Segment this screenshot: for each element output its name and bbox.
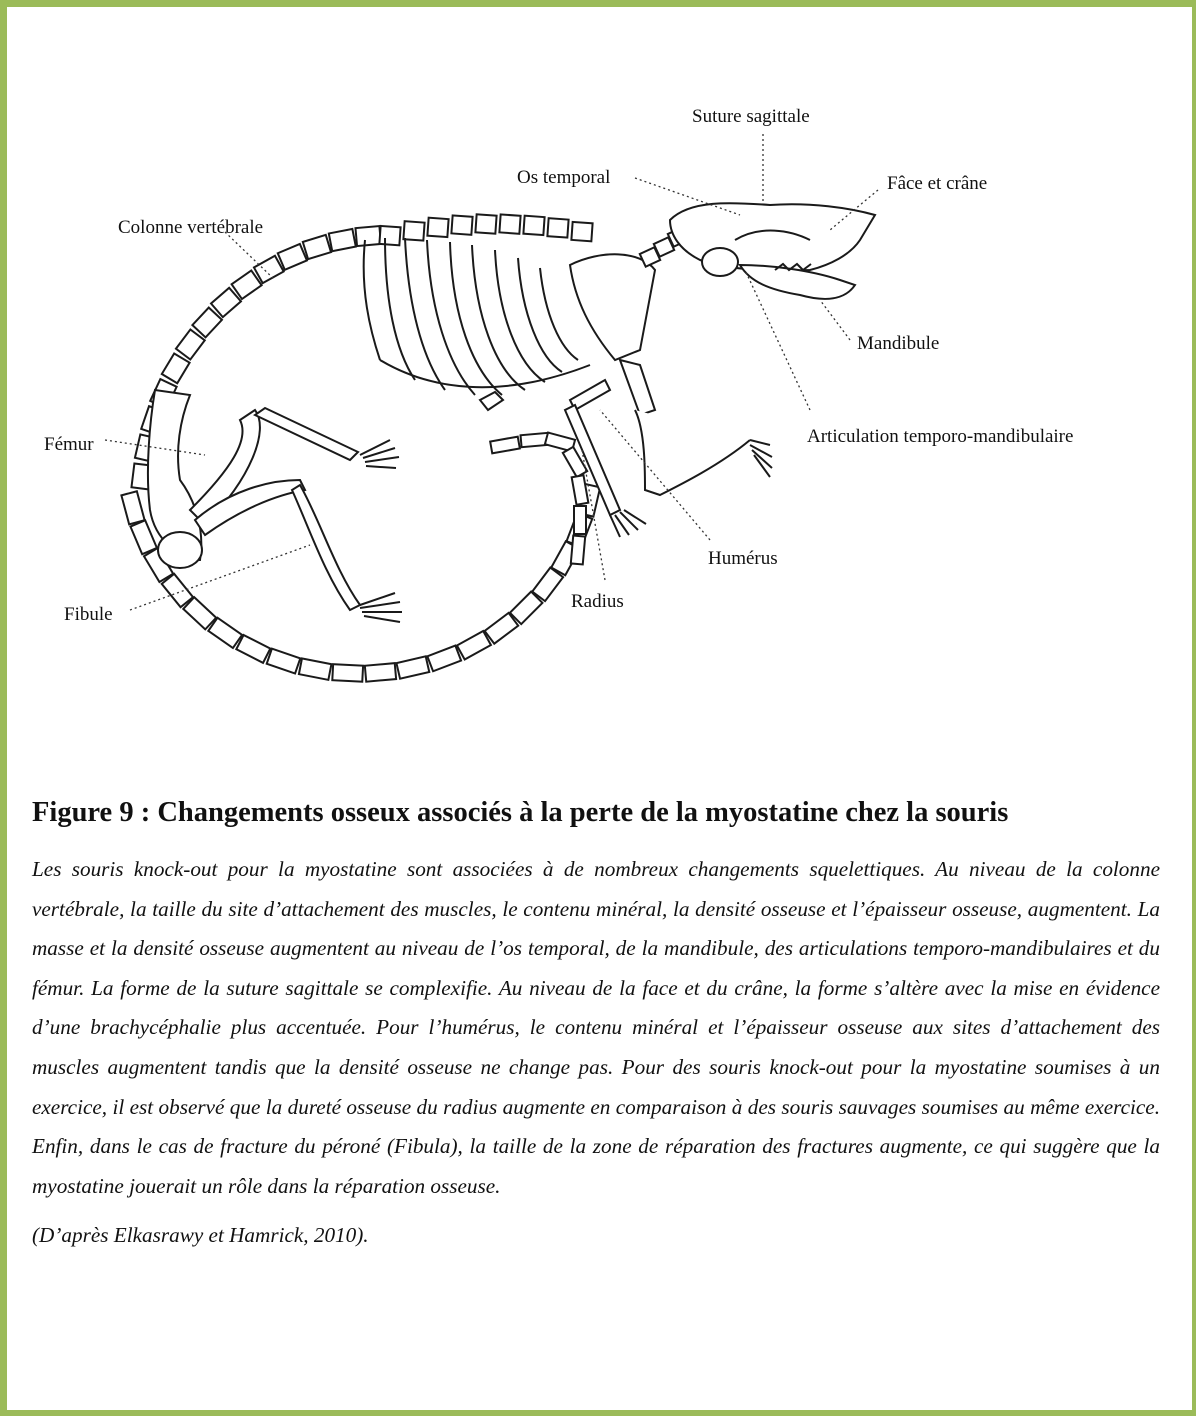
vertebra [208, 618, 242, 648]
vertebra [523, 216, 544, 235]
vertebra [236, 635, 270, 663]
vertebra [403, 221, 424, 240]
vertebra [572, 475, 589, 505]
vertebra [355, 226, 380, 246]
vertebra [396, 656, 429, 678]
vertebra [490, 437, 520, 454]
vertebra [267, 649, 301, 674]
vertebra [571, 536, 585, 565]
label-face-crane: Fâce et crâne [887, 173, 987, 194]
rib-cage [364, 238, 590, 410]
vertebra [451, 215, 472, 234]
skeleton-drawing [121, 203, 875, 682]
vertebra [303, 235, 331, 259]
hind-limbs [190, 408, 402, 622]
vertebra [329, 229, 356, 251]
label-humerus: Humérus [708, 548, 778, 569]
vertebra [427, 646, 461, 672]
vertebra [485, 613, 519, 644]
label-articulation-tm: Articulation temporo-mandibulaire [807, 426, 1073, 447]
vertebra [379, 226, 400, 245]
label-radius: Radius [571, 591, 624, 612]
pelvis [148, 390, 202, 568]
figure-caption-title: Figure 9 : Changements osseux associés à… [32, 797, 1172, 829]
vertebra [475, 214, 496, 233]
figure-caption-body: Les souris knock-out pour la myostatine … [32, 850, 1160, 1206]
scapula [570, 254, 655, 360]
vertebra [457, 631, 491, 660]
vertebra [299, 658, 332, 679]
label-mandibule: Mandibule [857, 333, 939, 354]
vertebra [176, 330, 205, 360]
mouse-skeleton-diagram: Suture sagittale Os temporal Fâce et crâ… [30, 90, 1170, 730]
vertebra [278, 244, 307, 270]
vertebra [499, 214, 520, 233]
vertebra [574, 506, 586, 534]
vertebra [121, 491, 144, 524]
vertebra [427, 218, 448, 237]
label-fibule: Fibule [64, 604, 113, 625]
vertebra [130, 520, 156, 554]
vertebral-column [121, 214, 600, 681]
vertebra [162, 353, 190, 383]
skull [670, 203, 875, 299]
front-limb [565, 360, 772, 537]
vertebra [332, 664, 363, 682]
vertebra [365, 663, 396, 682]
figure-caption-reference: (D’après Elkasrawy et Hamrick, 2010). [32, 1216, 369, 1256]
label-suture-sagittale: Suture sagittale [692, 106, 810, 127]
label-femur: Fémur [44, 434, 94, 455]
label-os-temporal: Os temporal [517, 167, 610, 188]
label-colonne-vertebrale: Colonne vertébrale [118, 217, 263, 238]
vertebra [571, 222, 592, 241]
vertebra [547, 218, 568, 237]
